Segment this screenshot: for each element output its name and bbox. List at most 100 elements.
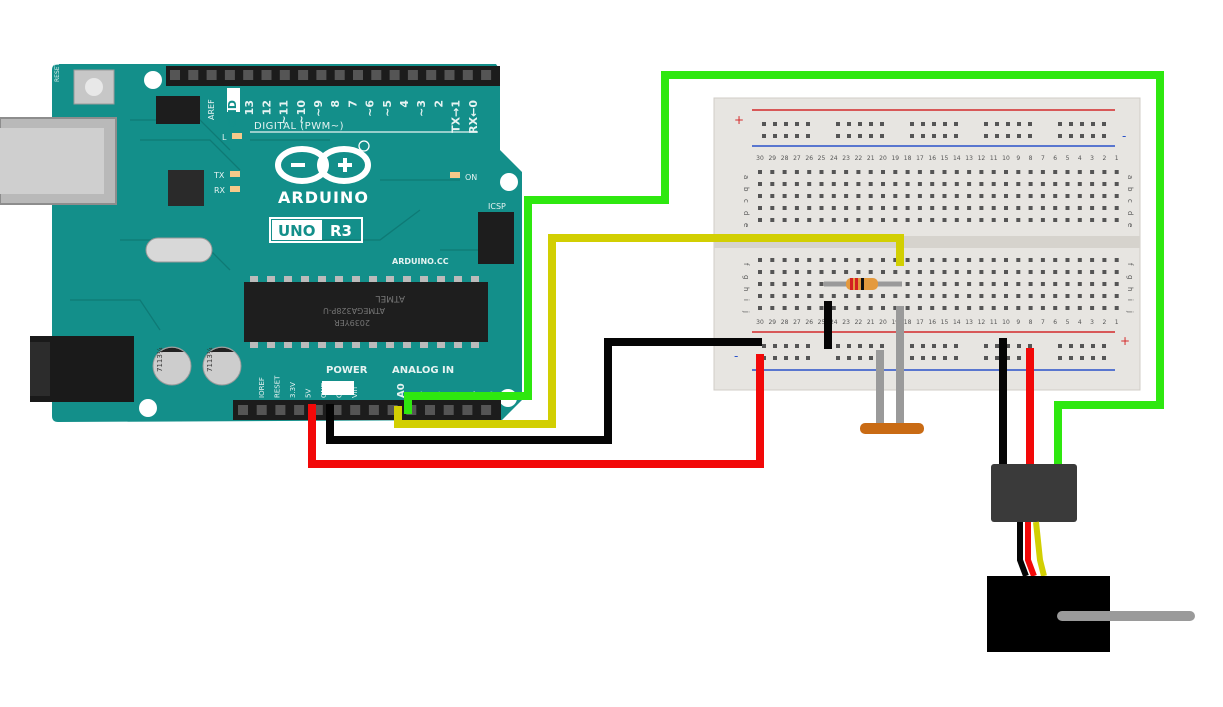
breadboard-hole (1102, 282, 1107, 286)
column-number-bottom: 27 (793, 319, 801, 326)
chip-pin (318, 276, 326, 282)
chip-pin (267, 276, 275, 282)
rail-hole (1102, 122, 1106, 126)
breadboard-hole (954, 182, 959, 186)
breadboard-hole (1065, 258, 1070, 262)
rail-hole (1017, 344, 1021, 348)
breadboard-hole (1102, 206, 1107, 210)
breadboard-hole (782, 170, 787, 174)
breadboard-hole (1065, 270, 1070, 274)
rail-hole (1058, 344, 1062, 348)
breadboard-hole (1077, 306, 1082, 310)
breadboard-hole (819, 306, 824, 310)
breadboard-hole (905, 270, 910, 274)
capacitor-2: 7113¼ (202, 346, 242, 386)
breadboard-hole (1114, 194, 1119, 198)
breadboard-hole (794, 170, 799, 174)
column-number-bottom: 17 (916, 319, 924, 326)
rail-hole (995, 122, 999, 126)
row-letter-right: c (1126, 199, 1134, 203)
breadboard-hole (1102, 294, 1107, 298)
breadboard-hole (893, 218, 898, 222)
chip-pin (250, 342, 258, 348)
rail-hole (954, 122, 958, 126)
breadboard-hole (930, 194, 935, 198)
rail-hole (1080, 122, 1084, 126)
breadboard-hole (991, 206, 996, 210)
potentiometer-base (860, 423, 924, 434)
breadboard-hole (1028, 182, 1033, 186)
column-number-bottom: 16 (928, 319, 936, 326)
analog-label: ANALOG IN (392, 365, 454, 376)
rail-hole (795, 122, 799, 126)
breadboard-hole (893, 306, 898, 310)
rail-hole (1102, 356, 1106, 360)
digital-pin-label: TX→1 (450, 100, 463, 133)
breadboard-hole (844, 306, 849, 310)
breadboard-hole (1053, 182, 1058, 186)
rail-hole (795, 344, 799, 348)
rail-hole (1080, 134, 1084, 138)
rail-hole (836, 356, 840, 360)
breadboard-hole (881, 294, 885, 298)
breadboard-hole (1102, 170, 1107, 174)
atmega-chip: ATMEL ATMEGA328P-U 2039YER (244, 276, 488, 348)
breadboard-hole (893, 294, 898, 298)
breadboard-hole (942, 270, 947, 274)
rail-hole (995, 356, 999, 360)
breadboard-hole (831, 270, 836, 274)
column-number-bottom: 3 (1090, 319, 1094, 326)
breadboard-hole (930, 270, 935, 274)
breadboard-hole (770, 306, 775, 310)
breadboard-hole (917, 194, 922, 198)
breadboard-hole (831, 218, 836, 222)
breadboard-hole (1065, 306, 1070, 310)
breadboard-hole (782, 282, 787, 286)
header-hole (334, 70, 345, 80)
rail-hole (762, 122, 766, 126)
arduino-logo (275, 140, 371, 184)
tx-label: TX (213, 171, 225, 180)
row-letter-left: h (742, 287, 750, 291)
breadboard-hole (770, 182, 775, 186)
chip-pin (454, 342, 462, 348)
breadboard-hole (1090, 270, 1095, 274)
rail-hole (1091, 356, 1095, 360)
bottom-minus-left: - (734, 349, 738, 363)
breadboard-hole (1053, 218, 1058, 222)
breadboard-hole (844, 270, 849, 274)
breadboard-hole (1040, 182, 1045, 186)
rail-hole (1028, 134, 1032, 138)
breadboard-hole (881, 270, 885, 274)
breadboard-hole (967, 270, 972, 274)
digital-pin-label: ~3 (415, 100, 428, 117)
breadboard-hole (967, 294, 972, 298)
breadboard-hole (770, 270, 775, 274)
rail-hole (836, 134, 840, 138)
row-letter-left: j (742, 310, 750, 313)
green-wire (404, 71, 1164, 472)
rail-hole (943, 344, 947, 348)
model-r3-label: R3 (330, 222, 352, 240)
breadboard-hole (942, 258, 947, 262)
column-number-top: 16 (928, 155, 936, 162)
breadboard-hole (1040, 270, 1045, 274)
header-hole (316, 70, 327, 80)
rail-hole (1006, 344, 1010, 348)
servo-motor (987, 464, 1195, 652)
breadboard-hole (905, 182, 910, 186)
rail-hole (984, 134, 988, 138)
reset-button-cap (85, 78, 103, 96)
rail-hole (995, 344, 999, 348)
breadboard-hole (807, 270, 812, 274)
breadboard-hole (881, 206, 885, 210)
breadboard-hole (1053, 294, 1058, 298)
header-hole (371, 70, 382, 80)
analog-pin-label: A0 (396, 383, 407, 398)
chip-pin (335, 276, 343, 282)
digital-pin-label: ~11 (278, 100, 291, 125)
breadboard-hole (856, 306, 861, 310)
rail-hole (932, 134, 936, 138)
chip-pin (369, 276, 377, 282)
breadboard-hole (1040, 258, 1045, 262)
